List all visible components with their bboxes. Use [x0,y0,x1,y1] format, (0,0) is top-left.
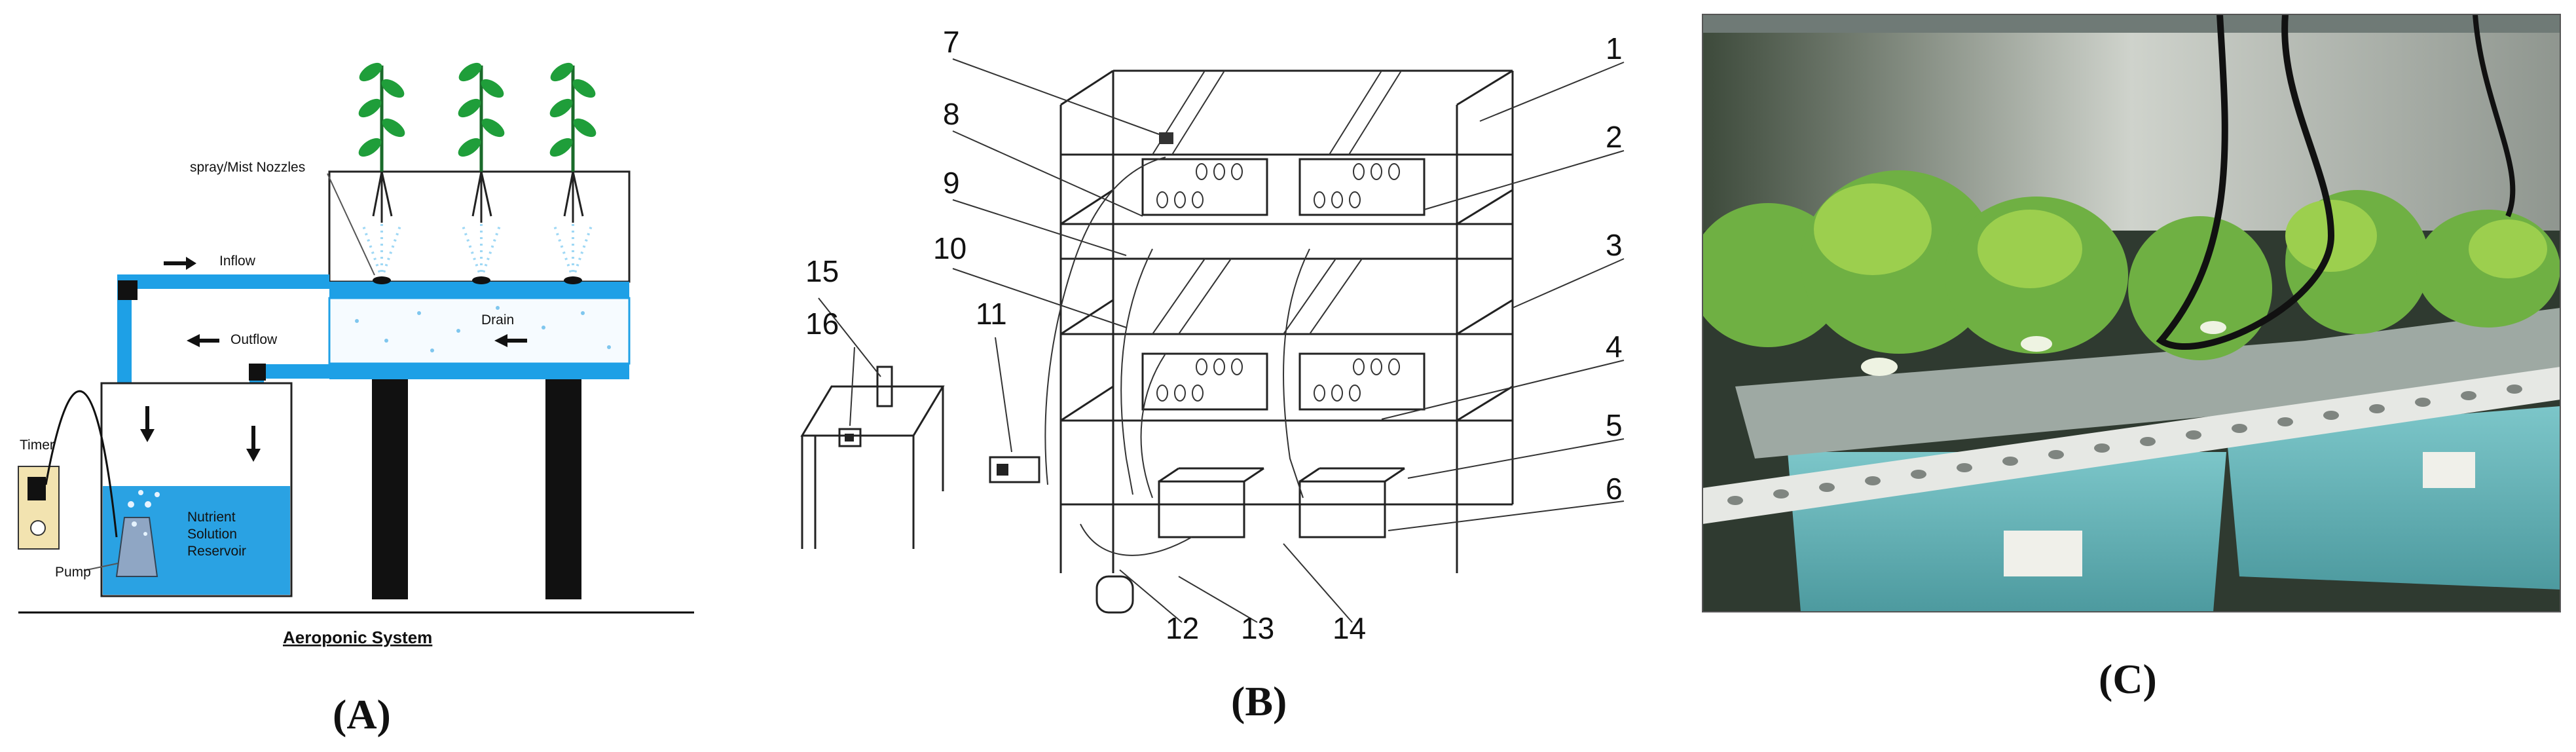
plant-1 [358,62,405,284]
panel-c-photo: (C) [1702,14,2561,702]
callout-leaders [818,58,1625,623]
callout-2: 2 [1606,120,1623,154]
callout-14: 14 [1333,611,1366,645]
inflow-arrow-icon [164,257,196,270]
plant-bin-right [2226,406,2560,590]
lettuce-highlights [1814,183,2547,288]
foam-lid [1735,308,2560,459]
callout-12: 12 [1166,611,1199,645]
callout-16: 16 [805,307,839,341]
callout-1: 1 [1606,31,1623,66]
callout-13: 13 [1241,611,1274,645]
reservoir-label-1: Nutrient [187,510,236,525]
reservoir-label-2: Solution [187,527,237,542]
bin-label-right [2423,452,2475,488]
grow-boxes [1141,158,1426,411]
computer-desk [800,385,945,549]
drain-droplets [355,306,611,352]
plant-3 [549,62,597,284]
reservoir-label-3: Reservoir [187,544,246,559]
nozzle-leader [327,173,375,276]
tubing [1044,157,1310,556]
nutrient-tanks [1158,467,1405,538]
callout-6: 6 [1606,472,1623,506]
photo-frame [1702,14,2561,612]
callout-5: 5 [1606,408,1623,442]
rack-frame [1059,69,1514,573]
outflow-elbow [249,364,266,381]
system-title: Aeroponic System [283,628,432,647]
outflow-channel [329,364,629,379]
computer-monitor [876,366,893,407]
nozzles-label: spray/Mist Nozzles [190,160,305,175]
callout-7: 7 [943,25,960,59]
control-display [997,464,1008,476]
callout-3: 3 [1606,228,1623,262]
caption-a: (A) [333,691,391,738]
rail-slots [1727,385,2522,505]
canister [1095,575,1134,614]
shelf-hatching [1152,70,1402,335]
pump-icon [115,517,158,577]
callout-8: 8 [943,97,960,131]
pipe-elbow [118,280,138,300]
power-cord [45,390,118,538]
box-holes [1156,163,1400,402]
panel-a-aeroponic-diagram: spray/Mist Nozzles Inflow Outflow Drain … [18,62,694,738]
lettuce-stems [1861,321,2226,376]
callout-4: 4 [1606,329,1623,364]
drain-label: Drain [481,312,514,328]
pump-leader [83,563,119,571]
caption-b: (B) [1231,678,1287,724]
timer-label: Timer [20,438,54,453]
panel-b-technical-drawing: 1 2 3 4 5 6 7 8 9 10 11 12 13 14 15 16 (… [800,25,1625,724]
outflow-down-arrow-icon [246,426,261,462]
top-shelf-rail [1702,14,2560,33]
control-box [989,456,1040,483]
down-arrow-icon [140,406,155,442]
pump-label: Pump [55,565,91,580]
drain-chamber [328,297,631,365]
callout-9: 9 [943,166,960,200]
caption-c: (C) [2099,656,2157,702]
photo-content [1702,14,2560,612]
outflow-label: Outflow [230,332,278,347]
table-leg-right [545,379,581,599]
callout-11: 11 [976,297,1007,331]
inflow-channel [329,282,629,298]
table-leg-left [372,379,408,599]
bin-label-left [2004,531,2082,576]
outlet-socket [30,520,46,536]
timer-plug [28,477,46,500]
growing-chamber [328,170,631,283]
data-logger [838,428,862,447]
callout-15: 15 [805,254,839,288]
outflow-arrow-icon [187,334,219,347]
bubbles [128,490,160,536]
drain-arrow-icon [494,334,527,347]
cable-1 [2156,14,2335,350]
callout-10: 10 [933,231,966,265]
sensor-7 [1159,132,1173,144]
inflow-label: Inflow [219,254,256,269]
cable-2 [2473,14,2516,217]
plant-2 [458,62,505,284]
logger-screen [845,434,854,442]
slotted-shelf-rail [1702,367,2560,524]
